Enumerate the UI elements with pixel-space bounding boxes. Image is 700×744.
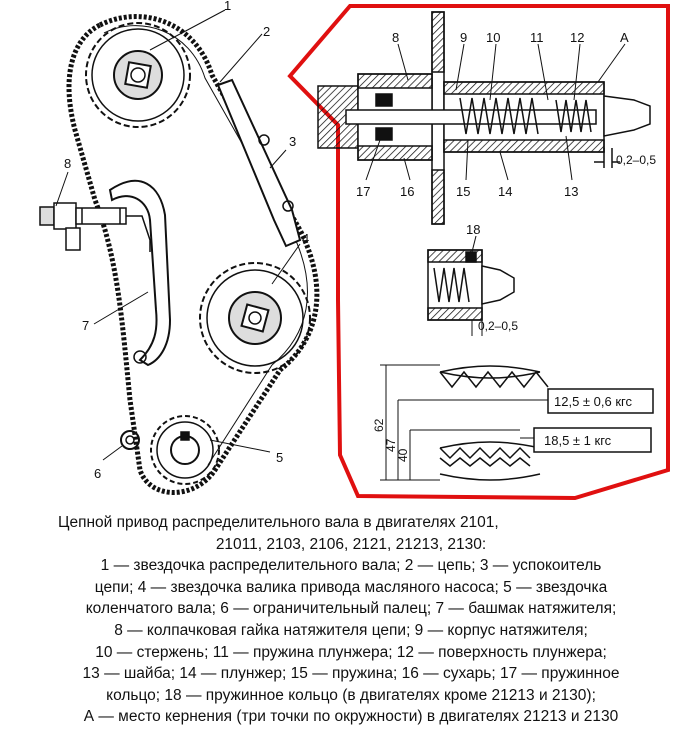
label-14: 14	[498, 184, 512, 199]
caption-line: А — место кернения (три точки по окружно…	[83, 708, 619, 726]
caption-line: 21011, 2103, 2106, 2121, 21213, 2130:	[215, 535, 487, 553]
caption-line: коленчатого вала; 6 — ограничительный па…	[85, 600, 617, 618]
chain-drive-diagram: 1 2 3 4 5 6 7 8	[39, 0, 670, 501]
caption-line: 10 — стержень; 11 — пружина плунжера; 12…	[95, 643, 607, 661]
label-9: 9	[460, 30, 467, 45]
label-A: А	[620, 30, 629, 45]
dim-40: 40	[396, 448, 410, 462]
detail-frame	[287, 3, 670, 501]
gap-label-top: 0,2–0,5	[616, 153, 656, 167]
force-label-2: 18,5 ± 1 кгс	[544, 433, 612, 448]
label-1: 1	[224, 0, 231, 13]
label-5: 5	[276, 450, 283, 465]
label-7: 7	[82, 318, 89, 333]
tensioner-assembly	[39, 202, 151, 252]
label-2: 2	[263, 24, 270, 39]
label-6: 6	[94, 466, 101, 481]
tensioner-section	[317, 11, 651, 225]
crankshaft-sprocket	[150, 415, 220, 485]
dim-47: 47	[384, 438, 398, 452]
caption-line: кольцо; 18 — пружинное кольцо (в двигате…	[106, 686, 596, 704]
label-3: 3	[289, 134, 296, 149]
label-18: 18	[466, 222, 480, 237]
label-15: 15	[456, 184, 470, 199]
gap-label-mid: 0,2–0,5	[478, 319, 518, 333]
label-13: 13	[564, 184, 578, 199]
label-8: 8	[64, 156, 71, 171]
camshaft-sprocket	[85, 22, 191, 128]
oil-pump-sprocket	[199, 262, 311, 374]
label-12: 12	[570, 30, 584, 45]
label-8-detail: 8	[392, 30, 399, 45]
figure-caption: Цепной привод распределительного вала в …	[20, 512, 682, 728]
caption-line: 1 — звездочка распределительного вала; 2…	[100, 557, 602, 575]
dim-62: 62	[372, 418, 386, 432]
label-4: 4	[302, 231, 309, 246]
caption-line: Цепной привод распределительного вала в …	[58, 514, 499, 531]
ring-detail	[427, 235, 515, 336]
caption-line: цепи; 4 — звездочка валика привода масля…	[94, 578, 608, 596]
chain-damper	[216, 78, 302, 248]
force-box-2	[533, 427, 652, 453]
force-label-1: 12,5 ± 0,6 кгс	[554, 394, 632, 409]
label-17: 17	[356, 184, 370, 199]
label-10: 10	[486, 30, 500, 45]
caption-line: 8 — колпачковая гайка натяжителя цепи; 9…	[114, 621, 588, 639]
tensioner-shoe	[108, 179, 172, 367]
spring-chart	[380, 364, 654, 481]
label-16: 16	[400, 184, 414, 199]
chain	[66, 14, 320, 495]
chain-drive	[39, 9, 320, 495]
caption-line: 13 — шайба; 14 — плунжер; 15 — пружина; …	[82, 665, 620, 683]
limit-pin	[120, 430, 140, 450]
force-box-1	[547, 388, 654, 414]
label-11: 11	[530, 30, 544, 45]
